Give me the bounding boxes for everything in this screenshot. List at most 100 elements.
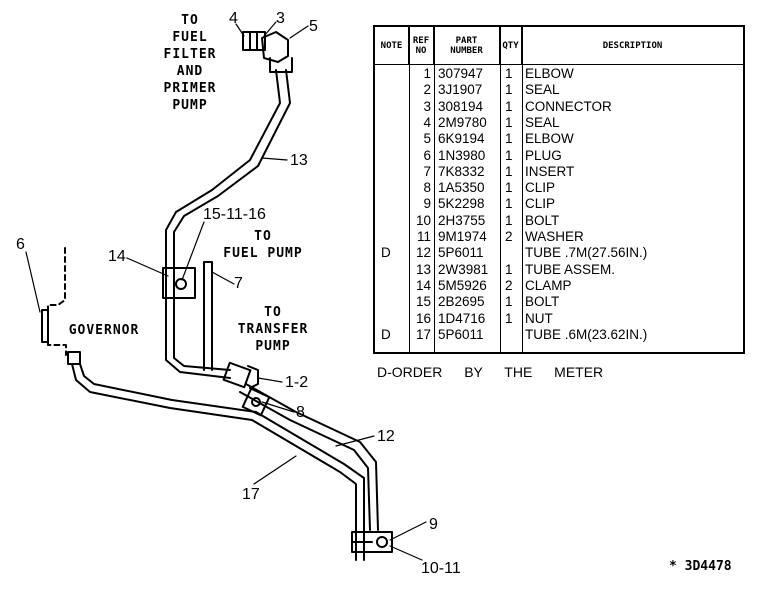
header-note: NOTE [375,27,409,64]
cell-part: 9M1974 [438,229,487,244]
cell-part: 5P6011 [438,326,484,342]
cell-part: 308194 [438,98,484,114]
cell-desc: ELBOW [525,131,574,147]
callout-15-11-16: 15-11-16 [203,206,266,223]
table-row: 3 308194 1 CONNECTOR [375,99,743,115]
cell-part: 2W3981 [438,261,489,277]
callout-14: 14 [108,248,126,265]
callout-1-2: 1-2 [285,374,309,391]
cell-desc: BOLT [525,294,560,310]
cell-ref: 15 [415,294,431,310]
note-fuel-pump: TO FUEL PUMP [223,229,303,261]
leader-lines [25,21,427,561]
callout-10-11: 10-11 [421,560,461,577]
cell-desc: CLAMP [525,277,572,293]
cell-desc: BOLT [525,212,560,228]
tube-13 [165,69,291,379]
cell-part: 2M9780 [438,114,487,130]
cell-desc: ELBOW [525,66,574,81]
cell-part: 5M5926 [438,277,487,293]
clip-9 [351,531,393,553]
cell-ref: 2 [423,82,431,98]
cell-ref: 3 [423,98,431,114]
cell-desc: NUT [525,310,553,326]
cell-qty: 1 [505,66,513,81]
cell-desc: WASHER [525,229,584,244]
cell-qty: 1 [505,98,513,114]
tube-12 [239,383,379,531]
header-part-number: PART NUMBER [434,27,500,64]
cell-qty: 1 [505,163,513,179]
cell-qty: 2 [505,277,513,293]
table-row: 14 5M5926 2 CLAMP [375,278,743,294]
callout-3: 3 [276,10,285,27]
cell-ref: 4 [423,114,431,130]
cell-ref: 10 [415,212,431,228]
cell-part: 307947 [438,66,484,81]
cell-part: 2H3755 [438,212,486,228]
cell-ref: 7 [423,163,431,179]
cell-qty: 1 [505,294,513,310]
cell-ref: 6 [423,147,431,163]
note-governor: GOVERNOR [68,323,140,338]
cell-desc: TUBE .7M(27.56IN.) [525,245,648,261]
elbow-5 [261,31,293,73]
parts-table: NOTE REF NO PART NUMBER QTY DESCRIPTION … [373,25,745,354]
cell-part: 2B2695 [438,294,485,310]
cell-ref: 13 [415,261,431,277]
cell-qty: 1 [505,114,513,130]
cell-ref: 5 [423,131,431,147]
connector-3 [242,31,266,51]
callout-8: 8 [296,404,305,421]
order-note: D-ORDER BY THE METER [377,364,604,380]
cell-desc: PLUG [525,147,562,163]
cell-qty: 1 [505,131,513,147]
cell-ref: 14 [415,277,431,293]
cell-ref: 1 [423,66,431,81]
header-qty: QTY [500,27,522,64]
callout-7: 7 [234,275,243,292]
elbow-1 [222,361,259,389]
note-fuel-filter: TO FUEL FILTER AND PRIMER PUMP [163,13,217,113]
cell-ref: 12 [415,245,431,261]
cell-desc: CONNECTOR [525,98,612,114]
callout-9: 9 [429,516,438,533]
cell-ref: 9 [423,196,431,212]
cell-part: 7K8332 [438,163,485,179]
table-row: 10 2H3755 1 BOLT [375,213,743,229]
cell-qty: 1 [505,212,513,228]
cell-qty: 1 [505,147,513,163]
cell-desc: INSERT [525,163,575,179]
callout-12: 12 [377,428,395,445]
governor-housing [41,247,81,365]
cell-ref: 8 [423,180,431,196]
cell-qty: 1 [505,261,513,277]
header-ref-no: REF NO [409,27,434,64]
table-row: 15 2B2695 1 BOLT [375,294,743,310]
document-number: * 3D4478 [669,559,732,574]
callout-5: 5 [309,18,318,35]
table-row: 13 2W3981 1 TUBE ASSEM. [375,262,743,278]
cell-part: 1D4716 [438,310,486,326]
cell-note: D [381,245,391,261]
cell-desc: TUBE ASSEM. [525,261,616,277]
cell-desc: CLIP [525,196,556,212]
callout-6: 6 [16,236,25,253]
cell-qty: 1 [505,180,513,196]
cell-part: 1N3980 [438,147,486,163]
cell-qty: 2 [505,229,513,244]
table-row: 7 7K8332 1 INSERT [375,164,743,180]
note-transfer-pump: TO TRANSFER PUMP [237,305,309,354]
callout-17: 17 [242,486,260,503]
table-row: 1 307947 1 ELBOW [375,66,743,82]
